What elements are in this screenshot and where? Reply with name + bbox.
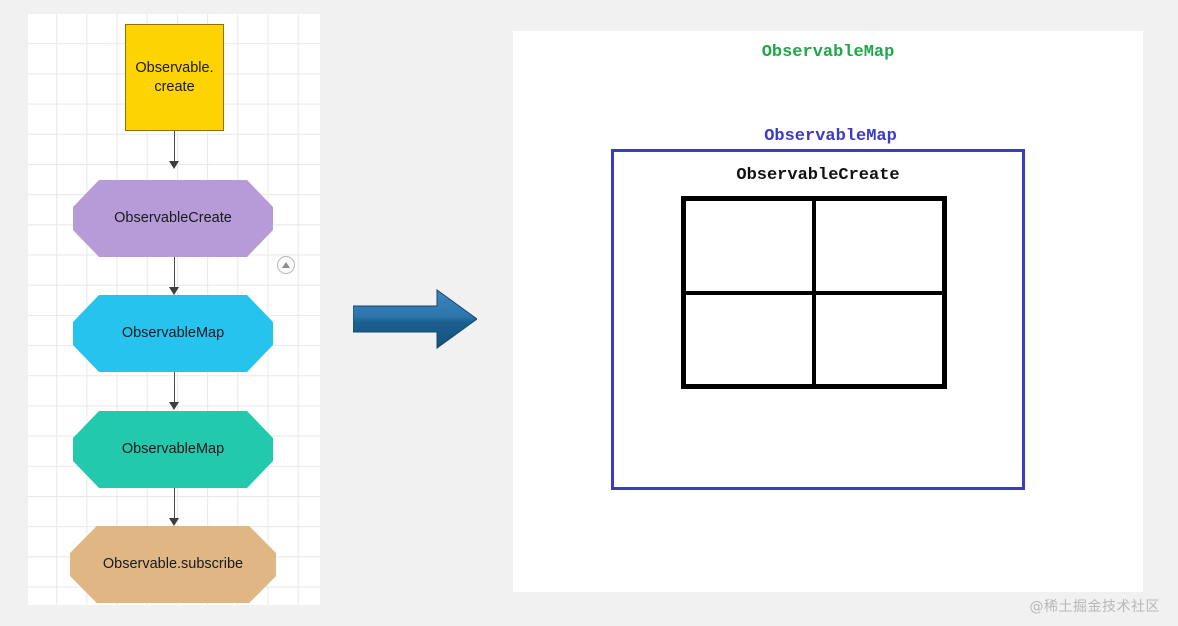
flow-connector-2 xyxy=(174,257,176,293)
triangle-up-icon[interactable] xyxy=(277,256,295,274)
flow-node-label: Observable. create xyxy=(135,60,214,95)
flow-connector-4 xyxy=(174,488,176,524)
flow-arrowhead-4 xyxy=(169,518,179,526)
outer-layer-label: ObservableMap xyxy=(761,43,895,62)
middle-layer-label: ObservableMap xyxy=(764,127,897,146)
flow-arrowhead-3 xyxy=(169,402,179,410)
flow-node-observable-create-call[interactable]: Observable. create xyxy=(125,24,224,131)
watermark: @稀土掘金技术社区 xyxy=(1029,599,1160,615)
flow-arrowhead-2 xyxy=(169,287,179,295)
diagram-card: ObservableMap ObservableMap ObservableCr… xyxy=(513,31,1143,592)
flow-node-observable-create-class[interactable]: ObservableCreate xyxy=(73,180,273,257)
flow-node-observable-map-1[interactable]: ObservableMap xyxy=(73,295,273,372)
flow-node-observable-subscribe[interactable]: Observable.subscribe xyxy=(70,526,276,603)
inner-box-horizontal-divider xyxy=(686,290,942,295)
flow-connector-1 xyxy=(174,131,176,167)
flow-node-observable-map-2[interactable]: ObservableMap xyxy=(73,411,273,488)
flowchart-panel: Observable. create ObservableCreate Obse… xyxy=(28,14,320,605)
flow-node-label: ObservableMap xyxy=(121,325,225,342)
flow-node-label: Observable.subscribe xyxy=(102,556,244,573)
flow-connector-3 xyxy=(174,372,176,408)
triangle-up-glyph xyxy=(282,262,290,268)
inner-layer-box xyxy=(681,196,947,389)
inner-layer-label: ObservableCreate xyxy=(736,166,900,185)
flow-node-label: ObservableMap xyxy=(121,441,225,458)
flow-node-label: ObservableCreate xyxy=(114,210,232,227)
right-arrow-icon xyxy=(353,289,477,349)
flow-arrowhead-1 xyxy=(169,161,179,169)
middle-layer-box: ObservableCreate xyxy=(611,149,1025,490)
outer-layer-box: ObservableMap ObservableCreate xyxy=(553,89,1108,563)
